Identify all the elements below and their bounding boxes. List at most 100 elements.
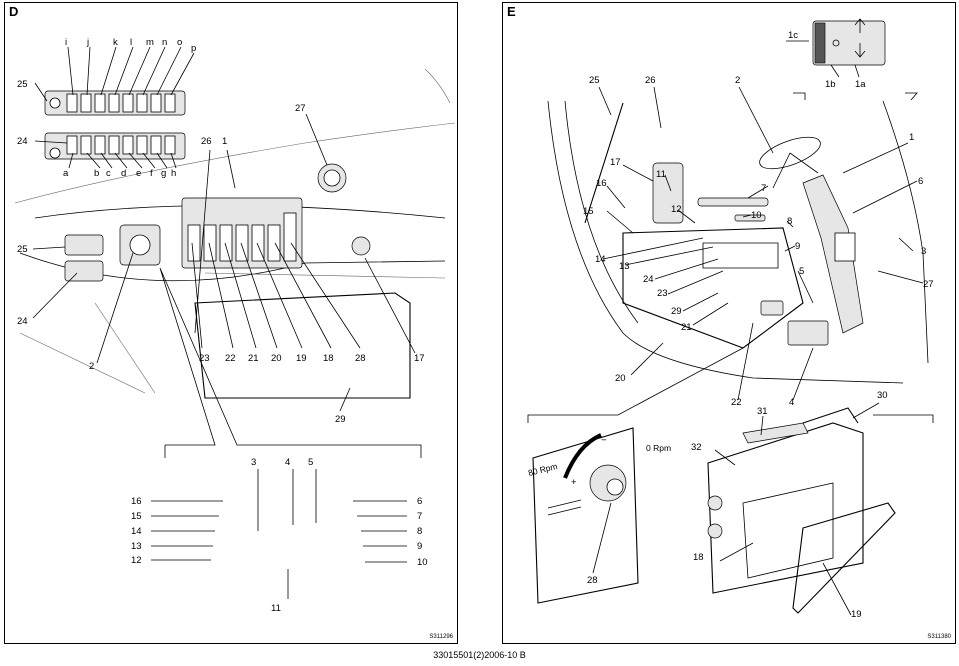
e-arrow-up-icon (854, 18, 866, 33)
d-callout-9: 9 (417, 541, 422, 552)
d-callout-21: 21 (248, 353, 259, 364)
e-callout-10: 10 (751, 210, 762, 221)
e-callout-20: 20 (615, 373, 626, 384)
d-socket-25 (64, 234, 104, 256)
d-bottom-letter-leaders (68, 152, 177, 169)
e-throttle-knob-cap (606, 478, 624, 496)
panel-d: D (4, 2, 458, 644)
e-zoom-wedge (793, 92, 918, 101)
d-fuse-bottom-slots (66, 135, 176, 155)
e-callout-23: 23 (657, 288, 668, 299)
d-fuse-top-slots (66, 93, 176, 113)
d-callout-24b: 24 (17, 316, 28, 327)
d-callout-27: 27 (295, 103, 306, 114)
d-letter-i: i (65, 37, 67, 48)
e-callout-18: 18 (693, 552, 704, 563)
d-socket-17 (351, 236, 371, 256)
e-callout-22: 22 (731, 397, 742, 408)
e-battery (742, 482, 834, 579)
e-callout-19: 19 (851, 609, 862, 620)
e-throttle-plate (532, 427, 639, 604)
d-callout-12: 12 (131, 555, 142, 566)
d-leader-29 (339, 387, 351, 412)
d-letter-n: n (162, 37, 167, 48)
e-light-switch (812, 20, 886, 66)
d-left-leaders (32, 82, 78, 319)
e-callout-26: 26 (645, 75, 656, 86)
d-callout-3: 3 (251, 457, 256, 468)
e-console-body (622, 227, 804, 349)
e-callout-1a: 1a (855, 79, 866, 90)
e-leaders-1a-1b (830, 64, 860, 78)
d-console-mid (19, 252, 446, 282)
e-callout-9: 9 (795, 241, 800, 252)
d-callout-24: 24 (17, 136, 28, 147)
d-switches (187, 212, 297, 262)
d-letter-k: k (113, 37, 118, 48)
e-pedal-22 (760, 300, 784, 316)
panel-e-illustration: 80 Rpm 0 Rpm − + 1c 1b 1a 25 26 2 1 17 1… (527, 18, 934, 620)
d-callout-6: 6 (417, 496, 422, 507)
e-callout-2: 2 (735, 75, 740, 86)
e-callout-6: 6 (918, 176, 923, 187)
d-letter-f: f (150, 168, 153, 179)
d-leader-2 (96, 252, 134, 364)
e-callout-31: 31 (757, 406, 768, 417)
d-callout-25b: 25 (17, 244, 28, 255)
e-callout-17: 17 (610, 157, 621, 168)
e-leaders-lower (602, 237, 814, 401)
d-letter-b: b (94, 168, 99, 179)
d-letter-j: j (86, 37, 89, 48)
d-top-letter-leaders (67, 46, 195, 96)
d-switch-leaders (191, 242, 361, 349)
d-callout-2: 2 (89, 361, 94, 372)
d-callout-10: 10 (417, 557, 428, 568)
d-leader-17 (364, 257, 416, 354)
e-handle-31 (742, 422, 809, 444)
e-arrow-down-icon (854, 43, 866, 58)
e-callout-1b: 1b (825, 79, 836, 90)
e-zoom-bracket (527, 347, 934, 423)
e-callout-7: 7 (761, 183, 766, 194)
d-callout-22: 22 (225, 353, 236, 364)
e-plus-sign: + (571, 477, 577, 488)
e-latch-30 (802, 407, 859, 424)
e-callout-25: 25 (589, 75, 600, 86)
d-floor-line2 (94, 302, 156, 394)
e-rpm-low: 0 Rpm (646, 443, 671, 453)
e-callout-11: 11 (656, 169, 666, 180)
e-cab-door-inner (564, 100, 639, 324)
d-letter-o: o (177, 37, 182, 48)
d-tray-29 (194, 292, 411, 399)
d-figure-code: S311296 (429, 634, 453, 640)
d-callout-26: 26 (201, 136, 212, 147)
d-callout-1: 1 (222, 136, 227, 147)
e-callout-4: 4 (789, 397, 794, 408)
e-callout-12: 12 (671, 204, 682, 215)
e-pedal-4 (787, 320, 829, 346)
d-letter-e: e (136, 168, 141, 179)
e-leaders-top-right (598, 86, 924, 284)
d-letter-g: g (161, 168, 166, 179)
e-callout-8: 8 (787, 216, 792, 227)
d-callout-25: 25 (17, 79, 28, 90)
panel-e: E (502, 2, 956, 644)
d-callout-7: 7 (417, 511, 422, 522)
e-figure-code: S311380 (927, 634, 951, 640)
e-seat-back (652, 162, 684, 224)
panel-d-illustration: i j k l m n o p a b c d e f g h 25 24 27… (14, 37, 456, 614)
e-cab-door-frame (547, 100, 904, 384)
e-callout-3: 3 (921, 246, 926, 257)
d-gauge-dial (129, 234, 151, 256)
e-battery-box (707, 422, 864, 594)
e-connector-top (707, 495, 723, 511)
d-callout-8: 8 (417, 526, 422, 537)
e-callout-5: 5 (799, 266, 804, 277)
e-callout-27: 27 (923, 279, 934, 290)
d-callout-16: 16 (131, 496, 142, 507)
d-fuse-strip-top-screw (49, 97, 61, 109)
d-callout-28: 28 (355, 353, 366, 364)
e-joystick (802, 174, 864, 334)
d-knob-27-inner (323, 169, 341, 187)
d-zoom-right-leaders (353, 500, 407, 563)
